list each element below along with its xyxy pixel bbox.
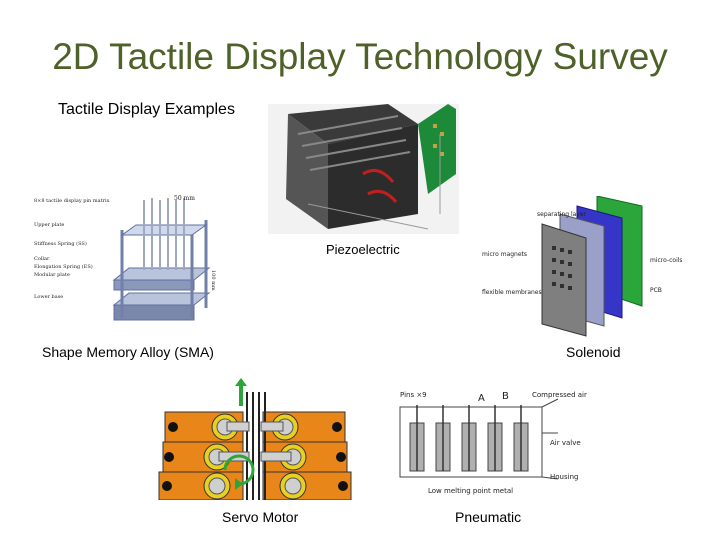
piezoelectric-caption: Piezoelectric	[326, 242, 400, 257]
solenoid-annotation-micro-magnets: micro magnets	[482, 251, 527, 258]
pneumatic-image: Pins ×9 A B Compressed air Air valve Hou…	[398, 385, 596, 500]
solenoid-image: separating layer micro magnets flexible …	[482, 196, 682, 338]
sma-image: 50 mm 8×8 tactile display pin matrix Upp…	[34, 190, 220, 330]
servo-motor-image	[155, 378, 355, 500]
pneumatic-annotation-compressed-air: Compressed air	[532, 391, 587, 399]
sma-caption: Shape Memory Alloy (SMA)	[42, 344, 214, 360]
pneumatic-annotation-low-melting-metal: Low melting point metal	[428, 487, 513, 495]
piezoelectric-image	[268, 104, 459, 234]
sma-annotation-stiffness-spring: Stiffness Spring (SS)	[34, 240, 87, 247]
sma-annotation-lower-base: Lower base	[34, 294, 63, 300]
solenoid-annotation-micro-coils: micro-coils	[650, 257, 682, 264]
solenoid-annotation-pcb: PCB	[650, 287, 662, 294]
pneumatic-annotation-pins: Pins ×9	[400, 391, 427, 399]
pneumatic-annotation-air-valve: Air valve	[550, 439, 581, 447]
solenoid-annotation-separating-layer: separating layer	[537, 211, 587, 218]
pneumatic-annotation-b: B	[502, 391, 509, 402]
sma-annotation-100mm: 100 mm	[210, 270, 216, 291]
sma-annotation-upper-plate: Upper plate	[34, 222, 64, 228]
sma-annotation-50mm: 50 mm	[174, 195, 195, 202]
solenoid-caption: Solenoid	[566, 344, 621, 360]
section-subtitle: Tactile Display Examples	[58, 101, 235, 118]
pneumatic-annotation-housing: Housing	[550, 473, 578, 481]
sma-annotation-modular-plate: Modular plate	[34, 272, 70, 278]
slide-title: 2D Tactile Display Technology Survey	[52, 36, 668, 77]
pneumatic-caption: Pneumatic	[455, 509, 522, 525]
pneumatic-annotation-a: A	[478, 393, 485, 404]
solenoid-annotation-flexible-membranes: flexible membranes	[482, 289, 542, 296]
sma-annotation-pin-matrix: 8×8 tactile display pin matrix	[34, 198, 110, 204]
servo-motor-caption: Servo Motor	[222, 509, 299, 525]
sma-annotation-collar: Collar	[34, 256, 50, 262]
sma-annotation-elongation-spring: Elongation Spring (ES)	[34, 263, 93, 270]
